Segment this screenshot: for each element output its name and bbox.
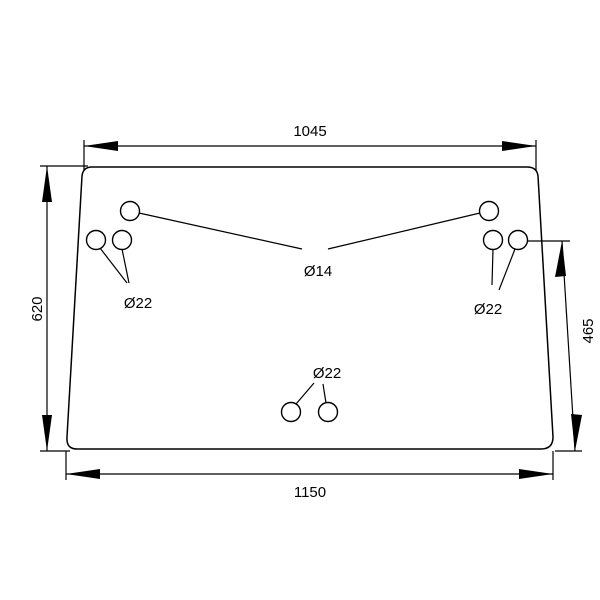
hole-right-outer xyxy=(507,229,529,251)
leader-o22-bottom-b xyxy=(322,383,327,404)
hole-left-outer xyxy=(85,229,107,251)
label-holes-center: Ø14 xyxy=(304,263,332,280)
hole-top-left xyxy=(119,200,141,222)
label-holes-bottom: Ø22 xyxy=(313,365,341,382)
leader-o22-bottom-a xyxy=(295,382,315,405)
leader-o22-right-b xyxy=(498,248,516,291)
left-dimension-arrow-bottom xyxy=(42,415,52,451)
glass-outline xyxy=(66,166,554,450)
label-holes-right: Ø22 xyxy=(474,301,502,318)
right-dimension-arrow-top xyxy=(555,241,566,277)
top-dimension-label: 1045 xyxy=(293,123,326,140)
label-holes-left: Ø22 xyxy=(124,295,152,312)
top-dimension-arrow-right xyxy=(502,141,536,151)
bottom-dimension-label: 1150 xyxy=(294,484,326,501)
right-dimension-label: 465 xyxy=(580,318,597,343)
hole-left-inner xyxy=(111,229,133,251)
leader-o22-left-a xyxy=(99,247,128,284)
right-dimension-arrow-bottom xyxy=(571,414,582,451)
leader-o22-right-a xyxy=(491,248,494,286)
bottom-dimension-arrow-right xyxy=(519,469,553,479)
hole-right-inner xyxy=(482,229,504,251)
leader-o22-left-b xyxy=(121,248,130,284)
leader-o14-left xyxy=(138,212,303,250)
hole-bottom-left xyxy=(280,401,302,423)
hole-top-right xyxy=(478,200,500,222)
bottom-dimension-arrow-left xyxy=(66,469,100,479)
top-dimension-arrow-left xyxy=(84,141,118,151)
left-dimension-arrow-top xyxy=(42,166,52,202)
leader-o14-right xyxy=(327,212,481,250)
hole-bottom-right xyxy=(317,401,339,423)
left-dimension-label: 620 xyxy=(29,296,46,321)
